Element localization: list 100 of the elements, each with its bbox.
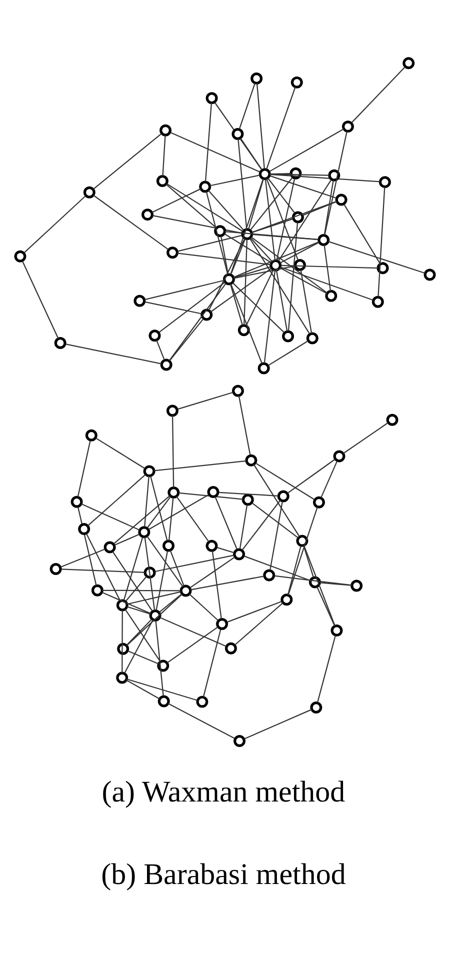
connector (210, 174, 260, 186)
node-circle (294, 258, 306, 270)
node-circle (200, 308, 213, 320)
connector (170, 132, 260, 172)
connector (81, 502, 140, 530)
node-circle (233, 548, 246, 560)
connector (156, 550, 168, 610)
connector (242, 499, 281, 550)
node-circle (78, 522, 90, 535)
connector (288, 506, 318, 595)
connector (208, 238, 246, 310)
node-circle (290, 166, 302, 179)
node-circle (116, 598, 128, 611)
connector (233, 240, 320, 278)
connector (216, 546, 234, 553)
connector (274, 574, 352, 586)
node-circle (138, 526, 150, 538)
connector (166, 626, 218, 663)
connector (268, 340, 308, 366)
connector (154, 554, 234, 572)
connector (351, 66, 406, 123)
connector (287, 458, 336, 494)
connector (250, 237, 272, 262)
node-circle (214, 224, 226, 237)
node-circle (290, 76, 303, 88)
node-circle (282, 330, 294, 342)
connector (287, 545, 302, 595)
connector (218, 491, 278, 496)
connector (172, 415, 174, 488)
connector (144, 300, 202, 314)
connector (123, 536, 144, 600)
node-circle (296, 534, 308, 546)
connector (220, 236, 229, 274)
node-circle (238, 324, 250, 336)
node-circle (166, 246, 179, 258)
connector (278, 179, 332, 261)
node-circle (318, 233, 330, 246)
connector (158, 281, 226, 332)
connector (146, 496, 172, 528)
connector (177, 252, 271, 265)
connector (270, 173, 329, 176)
connector (244, 555, 310, 580)
connector (270, 172, 291, 174)
node-circle (333, 450, 346, 462)
connector (126, 594, 182, 646)
connector (126, 679, 160, 699)
connector (246, 268, 274, 326)
connector (190, 575, 264, 590)
connector (244, 238, 248, 325)
node-circle (424, 268, 436, 280)
node-circle (85, 428, 98, 441)
connector (152, 214, 242, 234)
connector (280, 266, 373, 300)
connector (250, 236, 328, 293)
node-circle (350, 579, 363, 592)
connector (93, 194, 169, 250)
connector (156, 339, 165, 360)
node-circle (242, 493, 254, 506)
node-circle (83, 186, 96, 198)
connector (144, 279, 224, 300)
connector (204, 102, 212, 182)
node-circle (402, 56, 415, 69)
connector (210, 268, 272, 312)
node-circle (206, 92, 218, 104)
node-circle (292, 210, 304, 223)
node-circle (234, 734, 246, 746)
node-circle (168, 486, 180, 498)
node-circle (104, 540, 116, 553)
connector (303, 545, 314, 578)
connector (155, 620, 164, 696)
node-circle (258, 362, 270, 374)
connector (344, 204, 381, 264)
connector (87, 474, 146, 526)
node-circle (335, 193, 348, 206)
connector (168, 496, 174, 540)
connector (324, 180, 334, 234)
connector (280, 241, 320, 263)
connector (238, 138, 248, 229)
connector (214, 102, 262, 170)
connector (128, 650, 159, 664)
connector (288, 222, 298, 331)
node-circle (258, 168, 271, 180)
connector (264, 178, 276, 260)
node-circle (116, 671, 128, 684)
connector (206, 190, 228, 274)
connector (230, 283, 263, 364)
node-circle (144, 566, 156, 578)
connector (320, 460, 338, 498)
node-circle (328, 168, 340, 181)
node-circle (54, 336, 66, 349)
node-circle (312, 496, 325, 508)
connector (127, 590, 181, 604)
connector (102, 589, 181, 591)
node-circle (277, 490, 290, 502)
connector (170, 550, 184, 586)
node-circle (70, 495, 83, 508)
node-circle (196, 695, 208, 708)
connector (232, 282, 284, 332)
connector (86, 533, 121, 601)
connector (146, 535, 184, 587)
